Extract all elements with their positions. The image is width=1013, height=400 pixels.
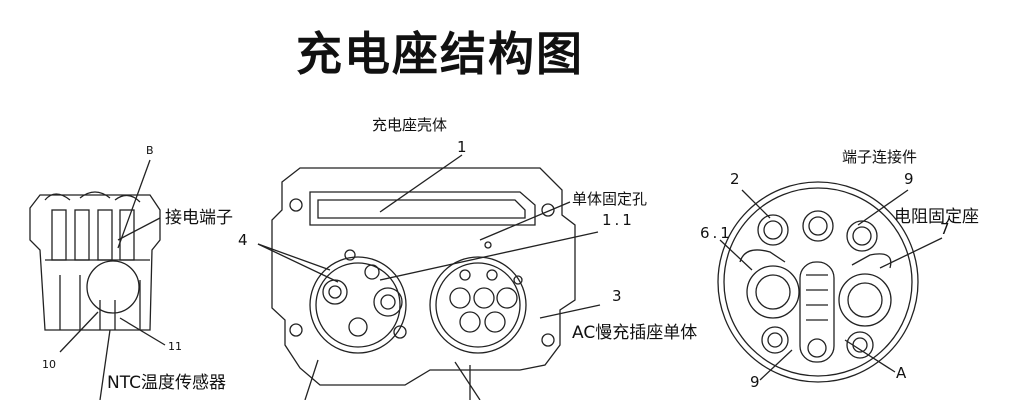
callout-2: 2 (730, 170, 740, 188)
callout-a: A (896, 364, 907, 382)
label-resistor-seat: 电阻固定座 (894, 207, 979, 227)
callout-11: 11 (168, 340, 182, 353)
housing-drawing (271, 167, 576, 386)
callout-9-top: 9 (904, 170, 914, 188)
diagram-title: 充电座结构图 (296, 27, 584, 81)
label-terminal-connector: 端子连接件 (842, 148, 918, 166)
callout-7: 7 (940, 220, 950, 238)
callout-1: 1 (457, 138, 467, 156)
connector-drawing (717, 181, 919, 383)
callout-6-1: 6.1 (700, 224, 733, 242)
terminal-assembly-drawing (29, 191, 161, 331)
label-ntc-sensor: NTC温度传感器 (107, 373, 226, 393)
callout-3: 3 (612, 287, 622, 305)
callout-b: B (146, 144, 154, 157)
callout-9-bottom: 9 (750, 373, 760, 391)
callout-10: 10 (42, 358, 56, 371)
callout-4: 4 (238, 231, 248, 249)
label-unit-fix-hole: 单体固定孔 (572, 190, 648, 208)
label-housing: 充电座壳体 (372, 116, 448, 134)
label-ac-socket-unit: AC慢充插座单体 (572, 323, 698, 343)
callout-1-1: 1.1 (602, 211, 635, 229)
label-contact-terminal: 接电端子 (165, 208, 233, 228)
